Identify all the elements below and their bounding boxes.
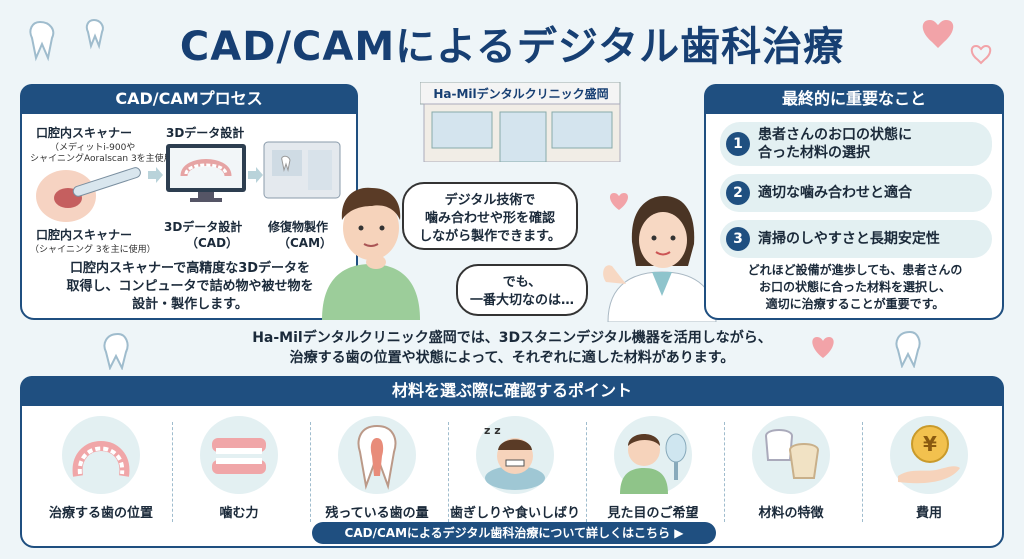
svg-text:¥: ¥ xyxy=(923,432,937,456)
important-item-2: 2 適切な噛み合わせと適合 xyxy=(720,174,992,212)
scanner2-label: 口腔内スキャナー xyxy=(36,228,133,242)
bubble-line: 噛み合わせや形を確認 xyxy=(424,211,555,226)
important-summary: どれほど設備が進歩しても、患者さんの お口の状態に合った材料を選択し、 適切に治… xyxy=(716,262,994,313)
cad-sub: （CAD） xyxy=(186,236,239,250)
points-heading: 材料を選ぶ際に確認するポイント xyxy=(20,376,1004,406)
speech-bubble-digital: デジタル技術で 噛み合わせや形を確認 しながら製作できます。 xyxy=(402,182,578,250)
jaw-icon xyxy=(200,416,278,494)
point-label: 費用 xyxy=(915,506,942,521)
statement-line: Ha-Milデンタルクリニック盛岡では、3Dスタニンデジタル機器を活用しながら、 xyxy=(252,330,772,346)
divider xyxy=(724,422,725,522)
divider xyxy=(172,422,173,522)
cam-sub: （CAM） xyxy=(278,236,333,250)
point-grinding: z z 歯ぎしりや食いしばり xyxy=(450,412,580,532)
process-description: 口腔内スキャナーで高精度な3Dデータを 取得し、コンピュータで詰め物や被せ物を … xyxy=(32,260,348,314)
point-remaining-tooth: 残っている歯の量 xyxy=(312,412,442,532)
process-heading: CAD/CAMプロセス xyxy=(20,84,358,114)
bubble-line: しながら製作できます。 xyxy=(419,229,561,244)
dental-arch-icon xyxy=(62,416,140,494)
svg-text:z z: z z xyxy=(484,424,501,437)
point-bite-force: 噛む力 xyxy=(174,412,304,532)
point-appearance: 見た目のご希望 xyxy=(588,412,718,532)
sleeping-person-icon: z z xyxy=(476,416,554,494)
point-label: 歯ぎしりや食いしばり xyxy=(450,506,581,521)
page-title: CAD/CAMによるデジタル歯科治療 xyxy=(179,24,845,70)
cam-label: 修復物製作 xyxy=(268,220,329,234)
item-line: 合った材料の選択 xyxy=(758,145,870,161)
decor-hearts-icon xyxy=(922,20,992,65)
scanner-note-1: （メディットi-900や xyxy=(50,143,136,153)
heart-icon xyxy=(609,193,629,210)
important-panel: 最終的に重要なこと 1 患者さんのお口の状態に 合った材料の選択 2 適切な噛み… xyxy=(704,84,1004,320)
clinic-building: Ha-Milデンタルクリニック盛岡 xyxy=(420,82,634,162)
heart-icon xyxy=(812,337,834,358)
point-label: 治療する歯の位置 xyxy=(48,506,153,521)
scanner-label: 口腔内スキャナー xyxy=(36,126,133,140)
important-item-1: 1 患者さんのお口の状態に 合った材料の選択 xyxy=(720,122,992,166)
item-line: 患者さんのお口の状態に xyxy=(758,127,912,143)
details-link-button[interactable]: CAD/CAMによるデジタル歯科治療について詳しくはこちら ▶ xyxy=(312,522,716,544)
statement-line: 治療する歯の位置や状態によって、それぞれに適した材料があります。 xyxy=(289,350,735,366)
point-label: 材料の特徴 xyxy=(758,506,824,521)
process-desc-line: 設計・製作します。 xyxy=(132,297,248,312)
material-points-panel: 材料を選ぶ際に確認するポイント 治療する歯の位置 噛む力 残っている歯の量 z … xyxy=(20,376,1004,548)
tooth-icon xyxy=(103,332,129,370)
bubble-line: デジタル技術で xyxy=(444,193,536,208)
bubble-line: でも、 xyxy=(502,275,542,290)
point-material: 材料の特徴 xyxy=(726,412,856,532)
point-label: 見た目のご希望 xyxy=(607,506,699,521)
intraoral-scanner-icon xyxy=(36,167,141,222)
item-number: 1 xyxy=(726,132,750,156)
important-heading: 最終的に重要なこと xyxy=(704,84,1004,114)
speech-bubble-important: でも、 一番大切なのは… xyxy=(456,264,588,316)
scanner-note-2: シャイニングAoralscan 3を主使用） xyxy=(30,154,182,164)
item-number: 3 xyxy=(726,227,750,251)
monitor-denture-icon xyxy=(166,144,246,202)
point-label: 噛む力 xyxy=(219,506,259,521)
arrow-right-icon xyxy=(148,167,163,183)
decor-teeth-icon xyxy=(29,18,104,62)
building-icon xyxy=(420,82,621,162)
bubble-line: 一番大切なのは… xyxy=(469,293,574,308)
item-text: 適切な噛み合わせと適合 xyxy=(758,185,912,201)
divider xyxy=(310,422,311,522)
item-text: 患者さんのお口の状態に 合った材料の選択 xyxy=(758,126,912,162)
item-text: 清掃のしやすさと長期安定性 xyxy=(758,231,940,247)
important-item-3: 3 清掃のしやすさと長期安定性 xyxy=(720,220,992,258)
divider xyxy=(586,422,587,522)
arrow-right-icon xyxy=(248,167,263,183)
point-tooth-position: 治療する歯の位置 xyxy=(36,412,166,532)
cad-cam-process-panel: CAD/CAMプロセス 口腔内スキャナー （メディットi-900や シャイニング… xyxy=(20,84,358,320)
summary-line: お口の状態に合った材料を選択し、 xyxy=(758,280,951,294)
clinic-sign: Ha-Milデンタルクリニック盛岡 xyxy=(433,87,609,101)
item-number: 2 xyxy=(726,181,750,205)
summary-line: 適切に治療することが重要です。 xyxy=(765,297,945,311)
process-desc-line: 口腔内スキャナーで高精度な3Dデータを xyxy=(69,261,311,276)
points-row: 治療する歯の位置 噛む力 残っている歯の量 z z 歯ぎしりや食いしばり xyxy=(36,412,992,532)
clinic-statement: Ha-Milデンタルクリニック盛岡では、3Dスタニンデジタル機器を活用しながら、… xyxy=(140,328,884,368)
mirror-person-icon xyxy=(614,416,692,494)
man-person-icon xyxy=(322,187,420,320)
divider xyxy=(862,422,863,522)
tooth-icon xyxy=(895,330,921,368)
tooth-cross-section-icon xyxy=(338,416,416,494)
milling-machine-icon xyxy=(263,141,341,199)
scanner2-note: （シャイニング 3を主に使用） xyxy=(30,245,156,255)
design-label: 3Dデータ設計 xyxy=(166,126,245,140)
summary-line: どれほど設備が進歩しても、患者さんの xyxy=(747,263,963,277)
yen-coin-icon: ¥ xyxy=(890,416,968,494)
process-desc-line: 取得し、コンピュータで詰め物や被せ物を xyxy=(66,279,314,294)
point-label: 残っている歯の量 xyxy=(325,506,429,521)
divider xyxy=(448,422,449,522)
crown-icon xyxy=(752,416,830,494)
point-cost: ¥ 費用 xyxy=(864,412,994,532)
cad-label: 3Dデータ設計 xyxy=(164,220,243,234)
dentist-person-icon xyxy=(603,196,717,322)
